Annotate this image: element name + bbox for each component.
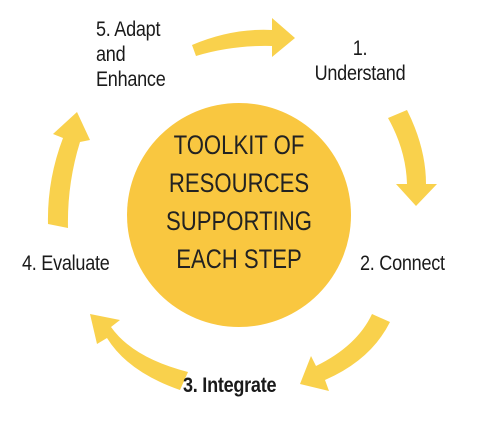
hub-line: SUPPORTING (166, 206, 312, 236)
step-connect-line: 2. Connect (360, 252, 445, 275)
hub-line: TOOLKIT OF (173, 130, 305, 160)
step-adapt-line: and (96, 43, 126, 66)
step-adapt-line: 5. Adapt (96, 18, 161, 41)
arrow-understand-to-connect (388, 110, 437, 206)
step-connect: 2. Connect (360, 251, 445, 276)
step-adapt: 5. Adapt and Enhance (96, 17, 166, 92)
hub-line: RESOURCES (168, 168, 310, 198)
step-evaluate: 4. Evaluate (22, 251, 110, 276)
arrow-connect-to-integrate (300, 314, 390, 391)
arrow-evaluate-to-adapt (47, 112, 90, 228)
step-understand: 1. Understand (308, 36, 411, 86)
hub-line: EACH STEP (176, 244, 302, 274)
hub-text: TOOLKIT OF RESOURCES SUPPORTING EACH STE… (150, 126, 329, 278)
step-adapt-line: Enhance (96, 68, 166, 91)
arrow-integrate-to-evaluate (90, 314, 188, 390)
step-evaluate-line: 4. Evaluate (22, 252, 110, 275)
step-understand-line: Understand (314, 62, 406, 85)
hub-circle (127, 103, 351, 327)
step-integrate-line: 3. Integrate (183, 374, 277, 397)
step-integrate: 3. Integrate (183, 373, 277, 398)
arrow-adapt-to-understand (192, 18, 295, 57)
step-understand-line: 1. (352, 37, 368, 60)
